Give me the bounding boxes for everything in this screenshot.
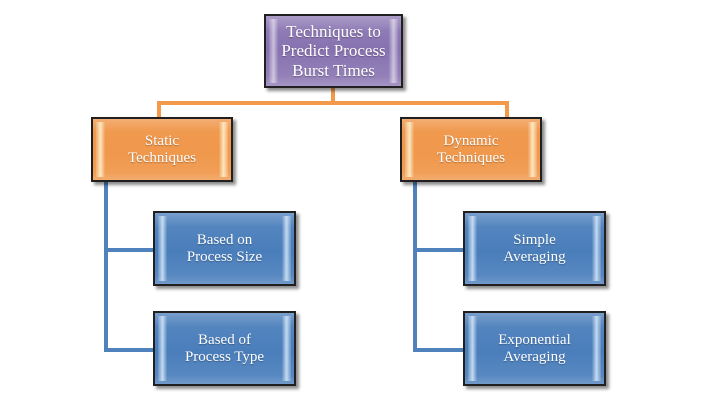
connector-static-vertical [104, 180, 108, 352]
leaf-label-line2: Process Size [186, 248, 263, 265]
node-bevel-right [282, 216, 291, 281]
leaf-label-line1: Simple [513, 231, 556, 248]
leaf-label-line1: Based of [198, 331, 251, 348]
node-root-label-line1: Techniques to [286, 22, 381, 42]
node-root-label-line2: Predict Process [281, 41, 386, 61]
node-root-label: Techniques to Predict Process Burst Time… [271, 22, 395, 79]
node-based-on-process-size-label: Based on Process Size [177, 232, 272, 266]
node-bevel-right [282, 316, 291, 381]
node-static-techniques[interactable]: Static Techniques [91, 117, 233, 182]
node-bevel-left [96, 122, 105, 177]
leaf-label-line1: Exponential [498, 331, 571, 348]
connector-dynamic-to-exponential-averaging [413, 348, 464, 352]
leaf-label-line2: Averaging [503, 248, 566, 265]
connector-static-to-process-size [104, 248, 154, 252]
node-exponential-averaging-label: Exponential Averaging [488, 332, 580, 366]
node-exponential-averaging[interactable]: Exponential Averaging [463, 311, 606, 386]
node-bevel-left [405, 122, 414, 177]
node-bevel-left [158, 216, 167, 281]
connector-dynamic-vertical [413, 180, 417, 352]
leaf-label-line1: Based on [196, 231, 253, 248]
connector-root-horizontal [157, 101, 509, 105]
connector-drop-static [157, 101, 161, 118]
node-bevel-right [592, 216, 601, 281]
leaf-label-line2: Process Type [184, 348, 265, 365]
node-dynamic-label-line2: Techniques [436, 149, 506, 166]
node-bevel-left [468, 316, 477, 381]
node-bevel-right [592, 316, 601, 381]
node-dynamic-techniques[interactable]: Dynamic Techniques [400, 117, 542, 182]
node-root[interactable]: Techniques to Predict Process Burst Time… [264, 14, 403, 88]
node-bevel-right [528, 122, 537, 177]
leaf-label-line2: Averaging [503, 348, 566, 365]
node-bevel-right [219, 122, 228, 177]
connector-dynamic-to-simple-averaging [413, 248, 464, 252]
node-based-on-process-size[interactable]: Based on Process Size [153, 211, 296, 286]
node-based-of-process-type-label: Based of Process Type [175, 332, 274, 366]
node-dynamic-label-line1: Dynamic [443, 132, 499, 149]
node-bevel-left [468, 216, 477, 281]
node-root-label-line3: Burst Times [292, 60, 375, 80]
node-static-techniques-label: Static Techniques [118, 133, 206, 167]
node-bevel-left [158, 316, 167, 381]
node-static-label-line1: Static [144, 132, 180, 149]
connector-static-to-process-type [104, 348, 154, 352]
connector-root-stem [331, 88, 335, 105]
node-static-label-line2: Techniques [127, 149, 197, 166]
node-simple-averaging-label: Simple Averaging [493, 232, 575, 266]
node-dynamic-techniques-label: Dynamic Techniques [427, 133, 515, 167]
node-simple-averaging[interactable]: Simple Averaging [463, 211, 606, 286]
connector-drop-dynamic [505, 101, 509, 118]
node-based-of-process-type[interactable]: Based of Process Type [153, 311, 296, 386]
